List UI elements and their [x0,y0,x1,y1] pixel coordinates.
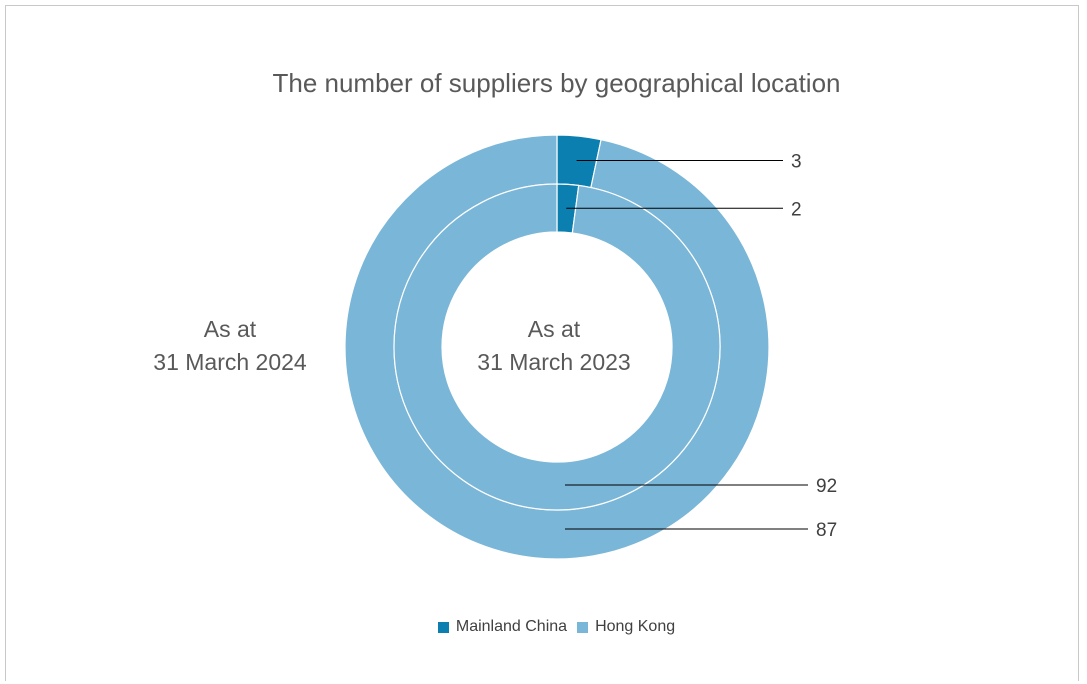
inner-ring-label-line2: 31 March 2023 [477,349,631,375]
data-label-inner-0: 2 [791,199,802,220]
outer-ring-label: As at 31 March 2024 [130,313,330,379]
inner-ring-label-line1: As at [527,316,581,342]
data-label-outer-0: 3 [791,152,802,173]
chart-frame [5,5,1079,681]
data-label-inner-1: 92 [816,476,837,497]
outer-ring-label-line1: As at [203,316,257,342]
outer-ring-label-line2: 31 March 2024 [153,349,307,375]
legend-swatch-hong-kong [577,621,589,633]
legend-item-hong-kong: Hong Kong [577,618,675,636]
legend-swatch-mainland-china [437,621,449,633]
legend-label-hong-kong: Hong Kong [595,618,676,635]
inner-ring-label: As at 31 March 2023 [454,313,654,379]
legend-item-mainland-china: Mainland China [437,618,568,636]
data-label-outer-1: 87 [816,520,837,541]
legend: Mainland China Hong Kong [0,618,1087,636]
slice-inner-hong-kong [393,183,721,511]
chart-title: The number of suppliers by geographical … [272,68,841,98]
legend-label-mainland-china: Mainland China [455,618,568,635]
